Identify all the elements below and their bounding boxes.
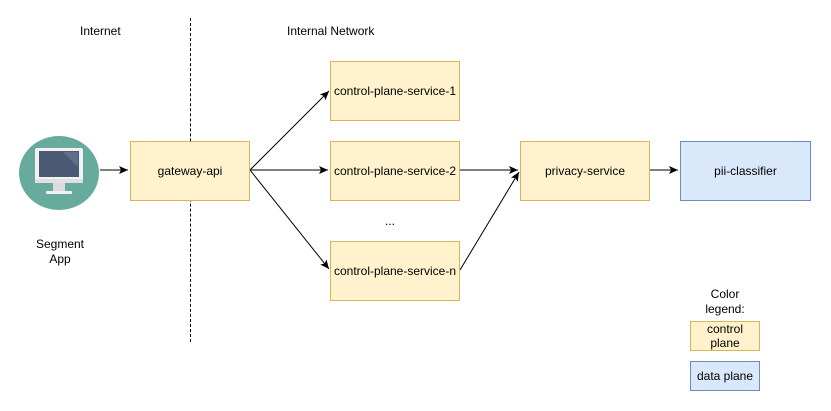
control-plane-service-1-node: control-plane-service-1 <box>330 61 460 121</box>
edge-gateway-to-cps1 <box>249 90 330 171</box>
segment-app-node <box>19 136 99 210</box>
control-plane-service-n-node: control-plane-service-n <box>330 241 460 301</box>
segment-app-label: Segment App <box>35 237 85 266</box>
ellipsis-label: ... <box>384 214 395 228</box>
edge-cpsn-to-privacy <box>459 171 520 271</box>
legend-data-plane-swatch: data plane <box>690 361 760 391</box>
legend-control-plane-swatch: control plane <box>690 321 760 351</box>
internal-network-zone-label: Internal Network <box>287 24 375 38</box>
edge-gateway-to-cpsn <box>249 169 330 270</box>
internet-zone-label: Internet <box>80 24 121 38</box>
gateway-api-node: gateway-api <box>130 141 250 201</box>
monitor-icon <box>19 136 99 210</box>
control-plane-service-2-node: control-plane-service-2 <box>330 141 460 201</box>
privacy-service-node: privacy-service <box>520 141 650 201</box>
pii-classifier-node: pii-classifier <box>680 141 811 201</box>
legend-title: Color legend: <box>705 287 745 316</box>
